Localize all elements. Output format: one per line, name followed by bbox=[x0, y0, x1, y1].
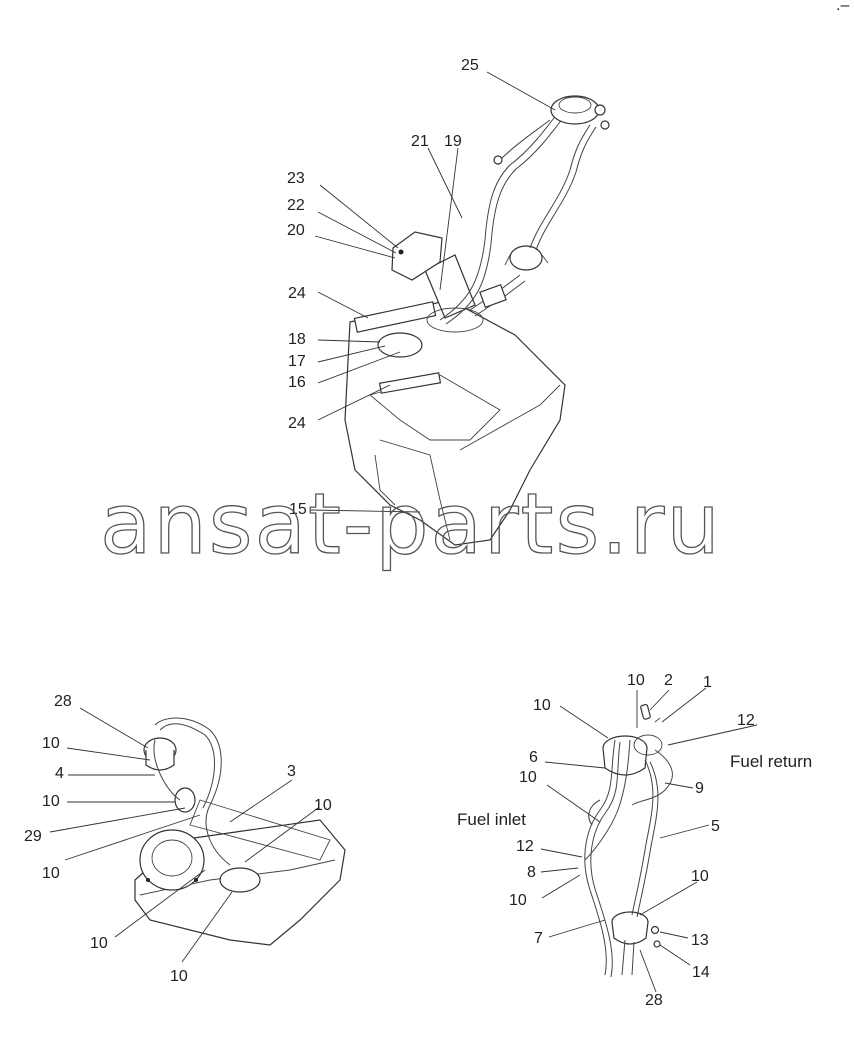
top-callouts: 25 21 19 23 22 20 24 18 17 16 24 15 bbox=[287, 57, 479, 518]
fuel-tank-assembly bbox=[309, 71, 610, 546]
left-callouts: 28 10 4 10 29 10 3 10 10 10 bbox=[24, 693, 332, 985]
callout-6: 6 bbox=[529, 749, 538, 766]
callout-7: 7 bbox=[534, 930, 543, 947]
callout-10f: 10 bbox=[170, 968, 188, 985]
callout-17: 17 bbox=[288, 353, 306, 370]
callout-3: 3 bbox=[287, 763, 296, 780]
flow-labels: Fuel return Fuel inlet bbox=[457, 752, 812, 829]
callout-9: 9 bbox=[695, 780, 704, 797]
right-callouts: 10 2 1 10 12 6 10 9 5 12 8 10 10 7 13 14… bbox=[509, 672, 755, 1009]
callout-21: 21 bbox=[411, 133, 429, 150]
callout-24a: 24 bbox=[288, 285, 306, 302]
callout-29: 29 bbox=[24, 828, 42, 845]
callout-1: 1 bbox=[703, 674, 712, 691]
callout-22: 22 bbox=[287, 197, 305, 214]
callout-10j: 10 bbox=[509, 892, 527, 909]
callout-10c: 10 bbox=[42, 865, 60, 882]
callout-10e: 10 bbox=[90, 935, 108, 952]
callout-10h: 10 bbox=[533, 697, 551, 714]
fuel-return-label: Fuel return bbox=[730, 752, 812, 771]
callout-4: 4 bbox=[55, 765, 64, 782]
callout-10a: 10 bbox=[42, 735, 60, 752]
callout-14: 14 bbox=[692, 964, 710, 981]
callout-24b: 24 bbox=[288, 415, 306, 432]
callout-28b: 28 bbox=[645, 992, 663, 1009]
callout-10i: 10 bbox=[519, 769, 537, 786]
fuel-inlet-label: Fuel inlet bbox=[457, 810, 526, 829]
callout-12b: 12 bbox=[516, 838, 534, 855]
callout-10b: 10 bbox=[42, 793, 60, 810]
callout-12a: 12 bbox=[737, 712, 755, 729]
callout-23: 23 bbox=[287, 170, 305, 187]
callout-19: 19 bbox=[444, 133, 462, 150]
callout-8: 8 bbox=[527, 864, 536, 881]
callout-10d: 10 bbox=[314, 797, 332, 814]
watermark-text: ansat-parts.ru bbox=[100, 475, 722, 573]
callout-28: 28 bbox=[54, 693, 72, 710]
fuel-hose-assembly-right bbox=[540, 687, 758, 993]
callout-10k: 10 bbox=[691, 868, 709, 885]
callout-16: 16 bbox=[288, 374, 306, 391]
callout-13: 13 bbox=[691, 932, 709, 949]
callout-5: 5 bbox=[711, 818, 720, 835]
corner-mark: .– bbox=[836, 0, 849, 14]
callout-20: 20 bbox=[287, 222, 305, 239]
callout-2: 2 bbox=[664, 672, 673, 689]
callout-10g: 10 bbox=[627, 672, 645, 689]
callout-18: 18 bbox=[288, 331, 306, 348]
callout-25: 25 bbox=[461, 57, 479, 74]
tank-top-assembly-left bbox=[49, 707, 346, 963]
callout-15: 15 bbox=[289, 501, 307, 518]
